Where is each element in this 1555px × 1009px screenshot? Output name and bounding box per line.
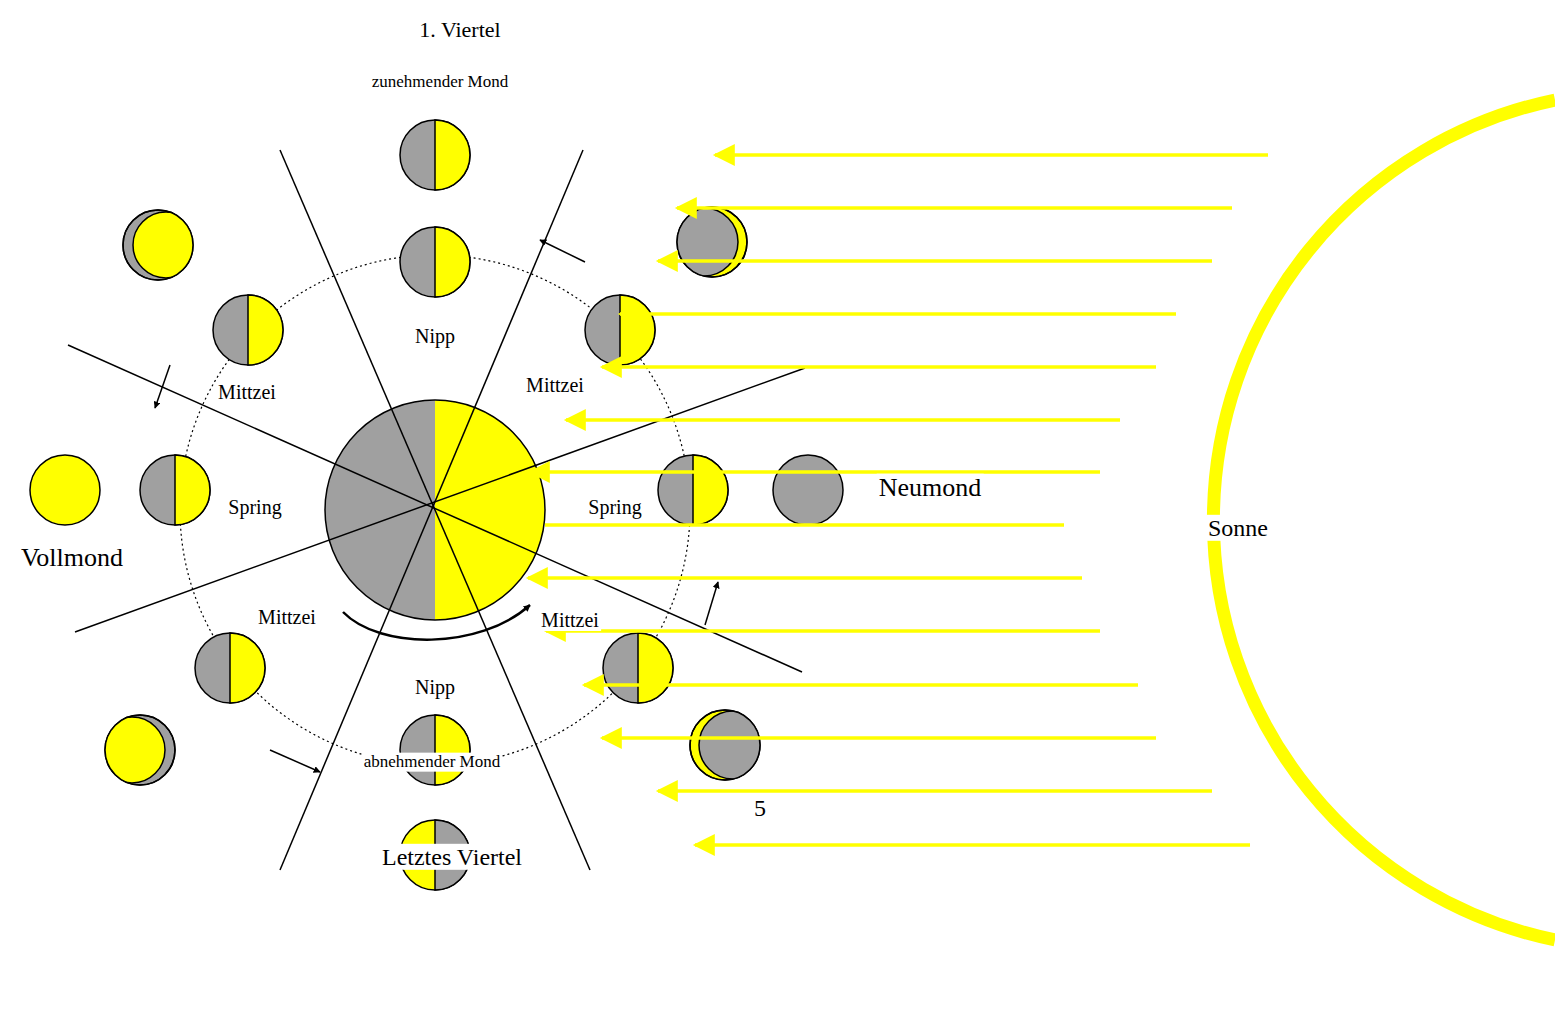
sector-lines	[68, 150, 805, 870]
sun-rays	[528, 155, 1268, 845]
rotation-arrows	[155, 240, 718, 772]
text-label: Nipp	[413, 676, 457, 698]
text-label: zunehmender Mond	[370, 73, 510, 92]
text-label: Mittzei	[524, 374, 586, 396]
text-label: Neumond	[877, 474, 984, 503]
text-label: Sonne	[1206, 515, 1270, 541]
text-label: Vollmond	[19, 544, 125, 573]
text-label: Mittzei	[216, 381, 278, 403]
text-label: Mittzei	[256, 606, 318, 628]
orbit-moons	[140, 227, 728, 785]
text-label: Mittzei	[539, 609, 601, 631]
text-label: Spring	[586, 496, 643, 518]
text-label: Spring	[226, 496, 283, 518]
text-label: Nipp	[413, 325, 457, 347]
text-label: 5	[752, 795, 768, 821]
text-label: Letztes Viertel	[380, 844, 524, 870]
text-label: abnehmender Mond	[362, 753, 502, 772]
text-label: 1. Viertel	[417, 18, 502, 42]
moon-phases	[30, 120, 843, 890]
